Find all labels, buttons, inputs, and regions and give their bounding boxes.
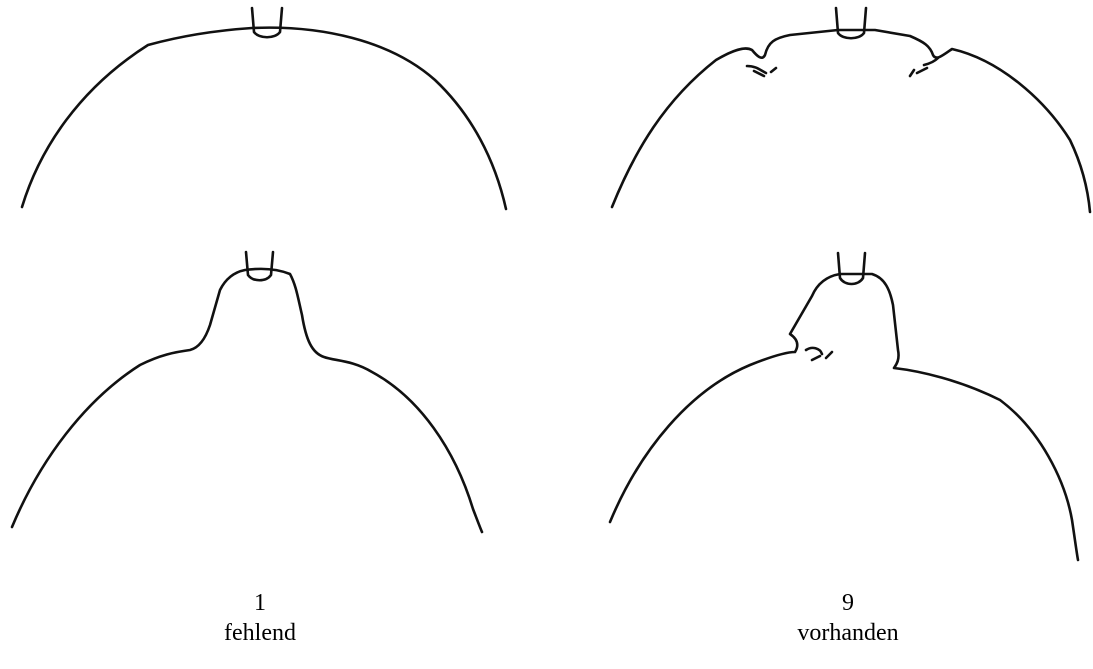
caption-label: vorhanden bbox=[797, 620, 899, 646]
outline-bottom-left-body bbox=[10, 267, 484, 534]
notch-bottom-left bbox=[244, 250, 275, 282]
outline-top-right-body bbox=[610, 28, 1092, 214]
marking-left-1 bbox=[745, 64, 768, 75]
outline-bottom-left bbox=[10, 250, 484, 534]
caption-score: 1 bbox=[254, 590, 266, 616]
marking-bottom-3 bbox=[824, 350, 834, 360]
marking-right-1 bbox=[922, 56, 940, 67]
outline-bottom-right bbox=[608, 251, 1080, 562]
marking-bottom-1 bbox=[804, 346, 824, 356]
outline-top-right bbox=[610, 6, 1092, 214]
caption-vorhanden: 9 vorhanden bbox=[748, 588, 948, 648]
notch-bottom-right bbox=[836, 251, 867, 286]
caption-label: fehlend bbox=[224, 620, 296, 646]
caption-score: 9 bbox=[842, 590, 854, 616]
outline-bottom-right-body bbox=[608, 272, 1080, 562]
caption-fehlend: 1 fehlend bbox=[160, 588, 360, 648]
marking-bottom-2 bbox=[810, 354, 822, 362]
marking-left-2 bbox=[752, 69, 766, 78]
marking-left-3 bbox=[769, 66, 778, 74]
marking-right-3 bbox=[908, 68, 916, 78]
marking-right-2 bbox=[915, 66, 929, 75]
outline-top-left bbox=[20, 6, 508, 211]
outline-top-left-body bbox=[20, 26, 508, 211]
notch-top-left bbox=[250, 6, 284, 39]
notch-top-right bbox=[834, 6, 868, 40]
